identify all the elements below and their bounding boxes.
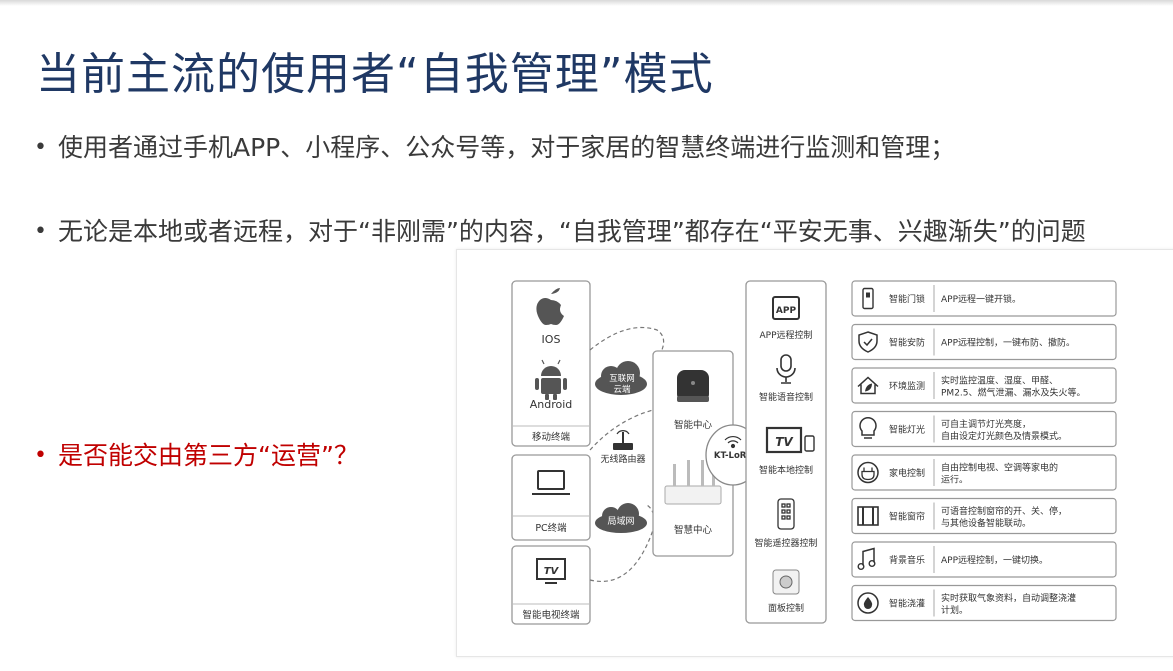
router-label: 无线路由器 — [600, 453, 645, 465]
feature-row: 环境监测 实时监控温度、湿度、甲醛、PM2.5、燃气泄漏、漏水及失火等。 — [851, 367, 1117, 404]
feature-desc: APP远程控制，一键切换。 — [941, 554, 1048, 566]
android-label: Android — [530, 398, 573, 411]
feature-desc: 运行。 — [941, 474, 968, 486]
feature-name: 智能安防 — [889, 337, 925, 349]
feature-desc: 自由控制电视、空调等家电的 — [941, 462, 1058, 474]
bullet-1-text: 使用者通过手机APP、小程序、公众号等，对于家居的智慧终端进行监测和管理； — [58, 133, 956, 162]
app-icon: APP — [772, 296, 800, 320]
control-label-local: 智能本地控制 — [759, 464, 813, 476]
feature-name: 智能门锁 — [889, 293, 925, 305]
feature-desc: 与其他设备智能联动。 — [941, 517, 1031, 529]
feature-desc: 实时获取气象资料，自动调整浇灌 — [941, 592, 1076, 604]
microphone-icon — [776, 354, 796, 384]
feature-name: 环境监测 — [889, 380, 925, 392]
pc-terminal-label: PC终端 — [535, 522, 567, 534]
svg-text:APP: APP — [776, 306, 797, 316]
bullet-dot: • — [34, 135, 47, 160]
bullet-2-text: 无论是本地或者远程，对于“非刚需”的内容，“自我管理”都存在“平安无事、兴趣渐失… — [58, 217, 1086, 246]
power-plug-icon — [857, 461, 879, 484]
feature-row: 背景音乐 APP远程控制，一键切换。 — [851, 541, 1117, 578]
smart-hub-device-icon — [677, 370, 709, 402]
feature-name: 家电控制 — [889, 467, 925, 479]
feature-desc: 可自主调节灯光亮度， — [941, 418, 1031, 430]
bullet-dot: • — [34, 443, 47, 468]
water-drop-icon — [857, 592, 879, 614]
feature-desc: 自由设定灯光颜色及情景模式。 — [941, 430, 1067, 442]
feature-desc: 实时监控温度、湿度、甲醛、 — [941, 375, 1058, 387]
feature-row: 智能窗帘 可语音控制窗帘的开、关、停，与其他设备智能联动。 — [851, 497, 1117, 535]
svg-text:TV: TV — [544, 566, 560, 577]
shield-check-icon — [858, 331, 878, 353]
kt-lora-label: KT-LoRa — [714, 451, 752, 461]
internet-cloud-icon — [595, 361, 647, 395]
bullet-3: • 是否能交由第三方“运营”？ — [34, 440, 359, 472]
connection-arc-mid — [589, 409, 654, 451]
control-label-panel: 面板控制 — [768, 602, 804, 614]
top-divider — [0, 0, 1173, 6]
smart-home-diagram: IOS Android 移动终端 PC终端 TV 智能电视终端 — [456, 249, 1173, 657]
bullet-1: • 使用者通过手机APP、小程序、公众号等，对于家居的智慧终端进行监测和管理； — [34, 132, 1124, 164]
feature-row: 智能灯光 可自主调节灯光亮度，自由设定灯光颜色及情景模式。 — [851, 410, 1117, 448]
feature-row: 智能安防 APP远程控制，一键布防、撤防。 — [851, 323, 1117, 361]
router-icon — [613, 430, 633, 450]
feature-row: 智能门锁 APP远程一键开锁。 — [851, 280, 1117, 317]
lan-cloud-icon — [595, 503, 647, 533]
internet-cloud-label-line1: 互联网 — [609, 374, 635, 384]
internet-cloud-label-line2: 云端 — [613, 384, 631, 395]
mobile-terminal-label: 移动终端 — [532, 431, 571, 443]
feature-name: 智能浇灌 — [889, 598, 925, 610]
bullet-2: • 无论是本地或者远程，对于“非刚需”的内容，“自我管理”都存在“平安无事、兴趣… — [34, 216, 1124, 248]
lan-cloud-label: 局域网 — [607, 515, 634, 527]
feature-desc: APP远程控制，一键布防、撤防。 — [941, 337, 1075, 349]
tv-icon: TV — [536, 558, 566, 584]
hub-bottom-label: 智慧中心 — [674, 524, 713, 536]
panel-switch-icon — [772, 569, 800, 595]
diagram-svg: IOS Android 移动终端 PC终端 TV 智能电视终端 — [511, 280, 1117, 625]
control-label-remote: 智能遥控器控制 — [754, 537, 817, 549]
remote-control-icon — [777, 498, 795, 530]
wireless-signal-icon — [724, 436, 742, 449]
curtain-icon — [857, 506, 879, 526]
connection-arc-top — [589, 326, 665, 366]
laptop-icon — [532, 470, 570, 495]
tv-terminal-label: 智能电视终端 — [522, 609, 580, 621]
feature-name: 智能窗帘 — [889, 511, 925, 523]
connection-arc-bottom — [589, 504, 655, 582]
door-lock-icon — [862, 287, 874, 310]
feature-desc: 计划。 — [941, 604, 968, 616]
feature-desc: 可语音控制窗帘的开、关、停， — [941, 505, 1067, 517]
house-leaf-icon — [857, 376, 879, 395]
feature-name: 智能灯光 — [889, 424, 925, 436]
slide-title: 当前主流的使用者“自我管理”模式 — [36, 49, 714, 100]
feature-desc: APP远程一键开锁。 — [941, 293, 1021, 305]
tv-phone-icon: TV — [765, 426, 815, 454]
apple-icon — [536, 288, 564, 325]
bullet-dot: • — [34, 219, 47, 244]
android-icon — [535, 359, 567, 400]
mobile-terminal-box — [511, 280, 591, 447]
control-label-app: APP远程控制 — [759, 329, 812, 341]
bullet-3-text: 是否能交由第三方“运营”？ — [58, 441, 359, 470]
light-bulb-icon — [859, 416, 877, 439]
feature-name: 背景音乐 — [889, 554, 925, 566]
control-label-voice: 智能语音控制 — [759, 391, 813, 403]
ios-label: IOS — [542, 333, 561, 346]
pc-terminal-box — [511, 454, 591, 541]
feature-desc: PM2.5、燃气泄漏、漏水及失火等。 — [941, 387, 1086, 399]
hub-top-label: 智能中心 — [674, 419, 713, 431]
svg-text:TV: TV — [775, 435, 794, 449]
music-note-icon — [857, 547, 876, 571]
